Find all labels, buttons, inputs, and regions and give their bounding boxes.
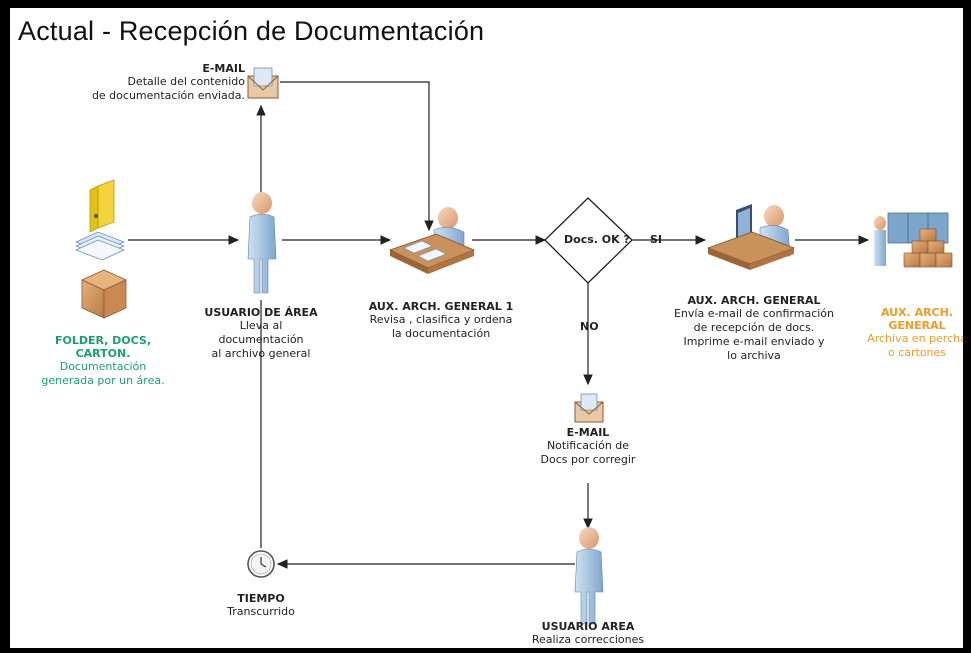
- tiempo-heading: TIEMPO: [237, 592, 285, 605]
- aux-general-desc-line: Envía e-mail de confirmación: [673, 307, 835, 320]
- decision-diamond: [544, 197, 633, 284]
- email-top-desc-line: de documentación enviada.: [91, 89, 245, 102]
- folder-desc-line: Documentación: [59, 360, 147, 373]
- warehouse-icon: [874, 212, 953, 268]
- aux-general-desc-line: de recepción de docs.: [693, 321, 815, 334]
- desk-worker-icon: [388, 207, 476, 274]
- envelope-icon: [574, 393, 604, 423]
- aux-general-desc-line: lo archiva: [727, 349, 781, 362]
- folder-heading-line: FOLDER, DOCS,: [54, 334, 152, 347]
- aux-general-desc-line: Imprime e-mail enviado y: [683, 335, 825, 348]
- aux-general-right-heading: AUX. ARCH. GENERAL: [880, 306, 954, 332]
- aux1-desc-line: Revisa , clasifica y ordena: [369, 313, 513, 326]
- email-top-heading: E-MAIL: [202, 62, 245, 75]
- aux1-caption: AUX. ARCH. GENERAL 1 Revisa , clasifica …: [356, 300, 526, 341]
- usuario-area-desc-line: documentación: [218, 333, 304, 346]
- folder-heading-line: CARTON.: [75, 347, 131, 360]
- clock-icon: [247, 550, 275, 578]
- decision-label: Docs. OK ?: [564, 233, 630, 246]
- box-icon: [81, 269, 127, 319]
- aux-general-right-desc-line: o cartones: [887, 346, 947, 359]
- papers-icon: [74, 231, 126, 261]
- aux-general-right-desc-line: Archiva en percha: [867, 332, 963, 345]
- person-icon: [247, 192, 277, 294]
- tiempo-desc-line: Transcurrido: [227, 605, 295, 618]
- folder-desc-line: generada por un área.: [41, 374, 165, 387]
- folder-caption: FOLDER, DOCS, CARTON. Documentación gene…: [38, 334, 168, 388]
- email-bottom-heading: E-MAIL: [566, 426, 610, 439]
- email-top-caption: E-MAIL Detalle del contenido de document…: [92, 62, 245, 103]
- usuario-area-desc-line: Lleva al: [239, 319, 283, 332]
- edge-label-si: SI: [650, 233, 663, 246]
- connectors: [128, 81, 870, 569]
- aux-general-heading: AUX. ARCH. GENERAL: [687, 294, 821, 307]
- email-bottom-caption: E-MAIL Notificación de Docs por corregir: [528, 426, 648, 467]
- aux1-heading: AUX. ARCH. GENERAL 1: [368, 300, 514, 313]
- edge-email-to-aux1: [280, 81, 434, 232]
- usuario-area-heading: USUARIO DE ÁREA: [204, 306, 318, 319]
- aux1-desc-line: la documentación: [391, 327, 491, 340]
- aux-general-caption: AUX. ARCH. GENERAL Envía e-mail de confi…: [664, 294, 844, 363]
- usuario-area-caption: USUARIO DE ÁREA Lleva al documentación a…: [196, 306, 326, 361]
- folder-icon: [89, 179, 115, 233]
- email-bottom-desc-line: Docs por corregir: [540, 453, 636, 466]
- usuario-area-desc-line: al archivo general: [211, 347, 311, 360]
- person-icon: [574, 527, 604, 625]
- edge-label-no: NO: [580, 320, 599, 333]
- flow-diagram: [74, 67, 953, 625]
- tiempo-caption: TIEMPO Transcurrido: [216, 592, 306, 619]
- page-title: Actual - Recepción de Documentación: [18, 16, 485, 46]
- email-top-desc-line: Detalle del contenido: [127, 75, 245, 88]
- email-bottom-desc-line: Notificación de: [546, 439, 630, 452]
- usuario-area-bottom-caption: USUARIO AREA Realiza correcciones: [528, 620, 648, 647]
- aux-general-right-caption: AUX. ARCH. GENERAL Archiva en percha o c…: [852, 306, 963, 360]
- computer-worker-icon: [706, 204, 796, 270]
- usuario-area-bottom-desc-line: Realiza correcciones: [531, 633, 645, 646]
- diagram-canvas: Actual - Recepción de Documentación: [10, 8, 963, 648]
- envelope-icon: [247, 67, 279, 99]
- usuario-area-bottom-heading: USUARIO AREA: [541, 620, 635, 633]
